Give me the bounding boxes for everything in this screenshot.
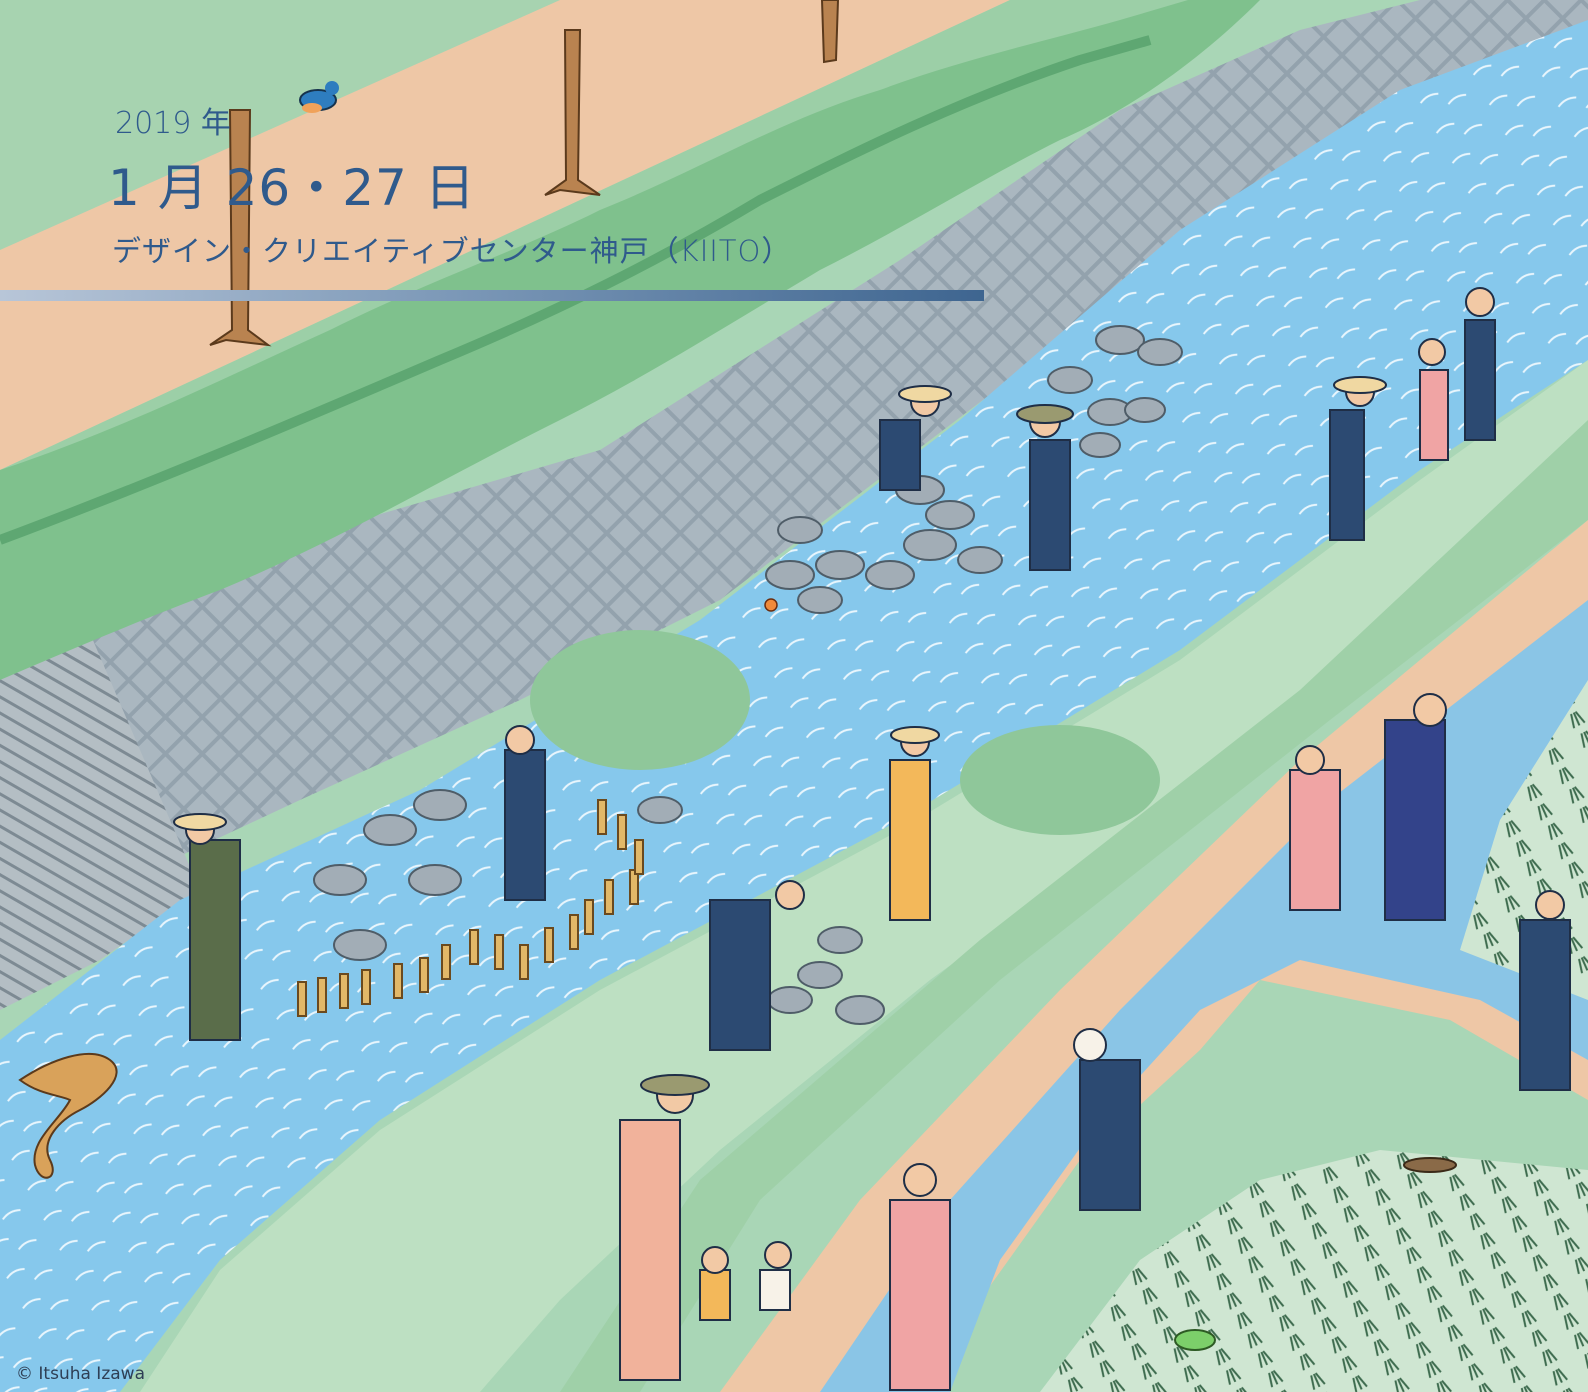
stone-stairs <box>0 610 200 1010</box>
embankment <box>140 360 1588 1392</box>
illustration-credit: © Itsuha Izawa <box>16 1364 145 1384</box>
event-venue: デザイン・クリエイティブセンター神戸（KIITO） <box>112 234 792 268</box>
crab-icon <box>764 598 778 612</box>
kingfisher-icon <box>299 81 339 113</box>
frog-icon <box>1174 1329 1216 1351</box>
mesh-wall <box>0 0 1588 1000</box>
trees <box>209 0 840 347</box>
stepping-stones <box>313 325 1183 1025</box>
title-divider <box>0 290 984 301</box>
event-date: 1 月 26・27 日 <box>108 159 476 217</box>
people <box>173 287 1571 1391</box>
grass-tuft <box>530 630 750 770</box>
canal-bank <box>720 520 1588 1392</box>
event-year: 2019 年 <box>115 106 231 141</box>
salamander-icon <box>18 1052 118 1179</box>
river <box>0 20 1588 1392</box>
wooden-stakes <box>297 799 644 1017</box>
fish-icon <box>1403 1157 1457 1173</box>
grass-tuft <box>960 725 1160 835</box>
tree-canopy <box>0 0 1260 680</box>
rice-field-lower <box>1040 1150 1588 1392</box>
